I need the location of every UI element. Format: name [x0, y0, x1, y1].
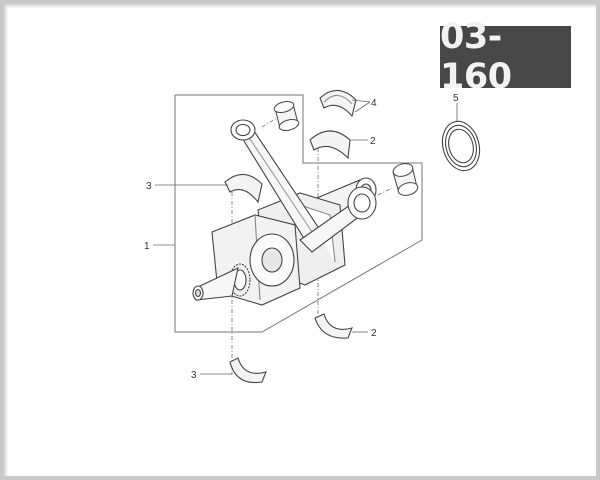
section-code-badge: 03-160 [440, 17, 571, 97]
main-bearing-shell-lower-2 [314, 313, 353, 339]
callout-3-upper: 3 [146, 181, 152, 192]
main-bearing-shell-upper-3 [224, 173, 263, 204]
small-end-bushing-right [392, 163, 419, 196]
callout-4: 4 [371, 98, 377, 109]
callout-5: 5 [453, 93, 459, 104]
connecting-rod-rear [299, 186, 377, 253]
callout-1: 1 [144, 241, 150, 252]
oil-seal [441, 120, 481, 172]
main-bearing-shell-upper-2 [309, 130, 351, 160]
main-bearing-shell-lower-3 [229, 357, 267, 384]
connecting-rod-front [230, 119, 321, 241]
callout-2-lower: 2 [371, 328, 377, 339]
small-end-bushing-upper [273, 101, 300, 131]
callout-2-upper: 2 [370, 136, 376, 147]
assembly-bracket-outline [174, 94, 423, 333]
callout-3-lower: 3 [191, 370, 197, 381]
thrust-bearing-shell [319, 89, 357, 118]
